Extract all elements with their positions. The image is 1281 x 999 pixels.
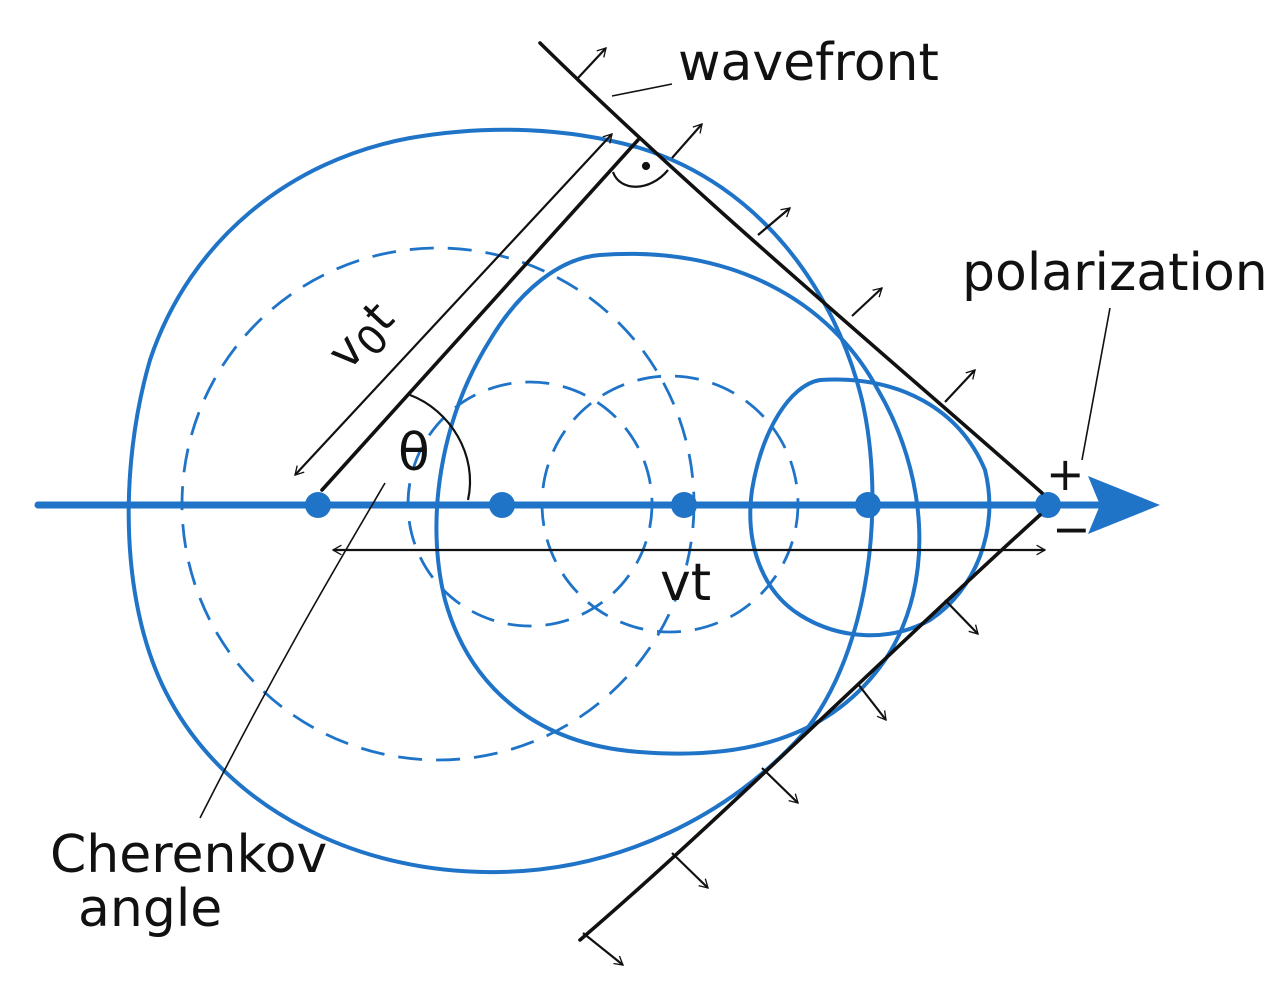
cherenkov-label: Cherenkov xyxy=(50,825,327,885)
leader-lines xyxy=(199,83,1111,819)
emission-point xyxy=(855,492,881,518)
track-arrowhead-icon xyxy=(1088,476,1160,534)
cherenkov-leader xyxy=(199,482,386,819)
emission-point xyxy=(1035,492,1061,518)
plus-sign: + xyxy=(1046,447,1085,501)
wave-circle-3 xyxy=(748,377,992,638)
lower-wavefront xyxy=(578,513,1042,942)
v0t-dimension-arrow-icon xyxy=(294,133,613,476)
polarization-leader xyxy=(1081,307,1111,461)
v0t-label: v0t xyxy=(317,291,411,386)
emission-points xyxy=(305,492,1061,518)
propagation-arrow-icon xyxy=(671,852,709,889)
svg-text:v0t: v0t xyxy=(317,291,411,386)
upper-wavefront xyxy=(538,41,1044,495)
propagation-arrow-icon xyxy=(851,287,883,317)
wavefront-label: wavefront xyxy=(678,33,939,93)
right-angle-dot xyxy=(641,161,651,171)
propagation-arrow-icon xyxy=(944,369,976,403)
minus-sign: − xyxy=(1052,502,1091,556)
theta-label: θ xyxy=(398,423,430,483)
wavefront-leader xyxy=(611,83,673,97)
emission-point xyxy=(305,492,331,518)
wavefront-arrows xyxy=(577,47,979,966)
track-line xyxy=(34,500,1102,509)
particle-track xyxy=(34,476,1160,534)
propagation-arrow-icon xyxy=(582,932,625,966)
propagation-arrow-icon xyxy=(757,207,792,236)
polarization-label: polarization xyxy=(962,243,1268,303)
propagation-arrow-icon xyxy=(857,683,887,722)
right-angle-arc xyxy=(611,169,669,188)
wavefront-lines xyxy=(320,41,1044,942)
angle-label: angle xyxy=(78,879,222,939)
angle-marks xyxy=(409,161,669,501)
propagation-arrow-icon xyxy=(671,123,703,159)
emission-point xyxy=(489,492,515,518)
propagation-arrow-icon xyxy=(944,599,979,635)
vt-label: vt xyxy=(660,553,711,613)
emission-point xyxy=(671,492,697,518)
theta-arc xyxy=(409,393,472,501)
v0t-dimension xyxy=(294,133,613,476)
propagation-arrow-icon xyxy=(577,47,607,79)
propagation-arrow-icon xyxy=(761,767,799,804)
